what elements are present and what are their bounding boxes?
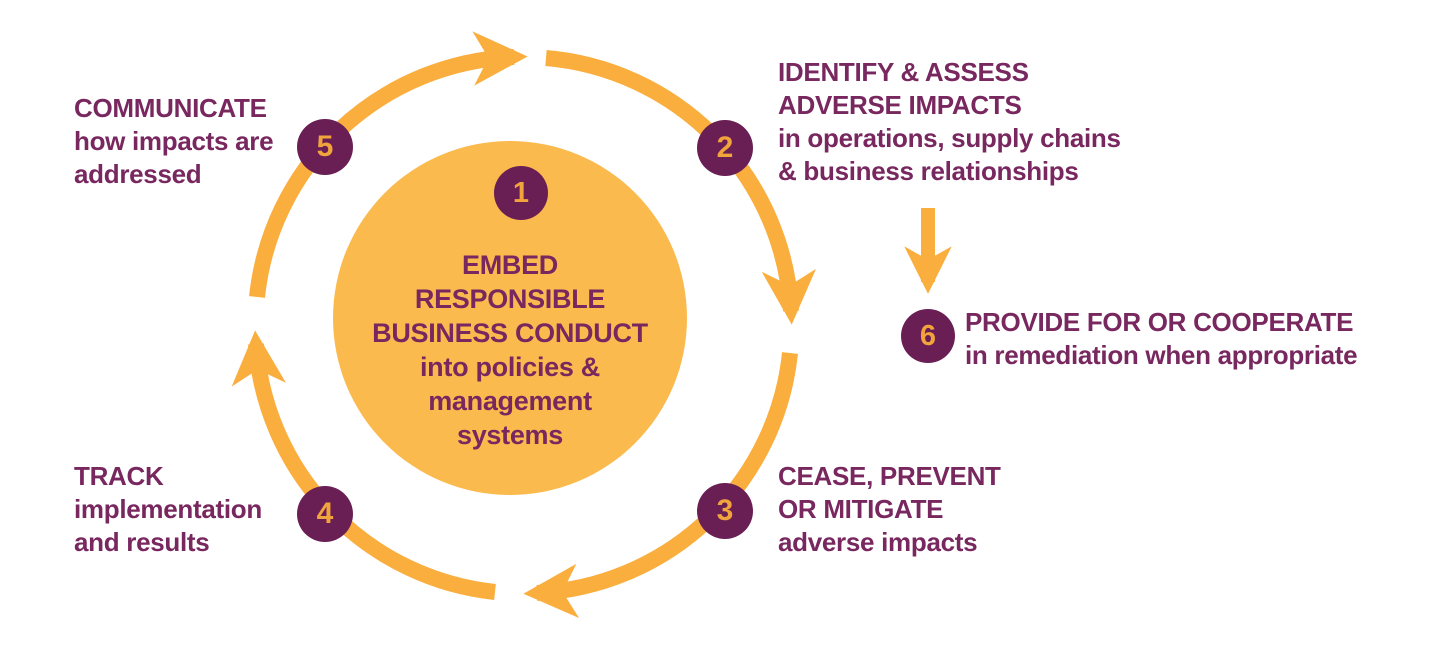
center-line: EMBED (461, 250, 558, 280)
step-6-subtitle-line: in remediation when appropriate (965, 340, 1358, 370)
step-5-badge: 5 (297, 119, 353, 175)
step-5-text: COMMUNICATE how impacts are addressed (74, 92, 274, 191)
step-4-badge: 4 (297, 486, 353, 542)
step-3-title-line: OR MITIGATE (778, 494, 944, 524)
step-4-subtitle-line: and results (74, 527, 210, 557)
step-3-text: CEASE, PREVENT OR MITIGATE adverse impac… (778, 460, 1001, 559)
step-6-title-line: PROVIDE FOR OR COOPERATE (965, 307, 1354, 337)
step-6-text: PROVIDE FOR OR COOPERATE in remediation … (965, 306, 1358, 372)
step-5-title-line: COMMUNICATE (74, 93, 267, 123)
center-circle (333, 141, 687, 495)
step-5-subtitle-line: how impacts are (74, 126, 274, 156)
center-line: BUSINESS CONDUCT (372, 318, 648, 348)
step-4-title-line: TRACK (74, 461, 164, 491)
step-3-subtitle-line: adverse impacts (778, 527, 978, 557)
center-line: into policies & (419, 352, 601, 382)
step-1-badge: 1 (494, 166, 548, 220)
step-6-badge: 6 (901, 309, 955, 363)
step-2-title-line: ADVERSE IMPACTS (778, 90, 1022, 120)
step-5-subtitle-line: addressed (74, 159, 202, 189)
step-2-title-line: IDENTIFY & ASSESS (778, 57, 1029, 87)
step-2-subtitle-line: & business relationships (778, 156, 1079, 186)
step-2-badge: 2 (697, 120, 753, 176)
step-2-text: IDENTIFY & ASSESS ADVERSE IMPACTS in ope… (778, 56, 1121, 188)
step-3-badge: 3 (697, 483, 753, 539)
step-2-subtitle-line: in operations, supply chains (778, 123, 1121, 153)
center-line: RESPONSIBLE (414, 284, 606, 314)
step-4-text: TRACK implementation and results (74, 460, 262, 559)
step-4-subtitle-line: implementation (74, 494, 262, 524)
center-line: systems (457, 420, 563, 450)
step-3-title-line: CEASE, PREVENT (778, 461, 1001, 491)
center-circle-text: EMBED RESPONSIBLE BUSINESS CONDUCT into … (340, 248, 680, 452)
center-line: management (428, 386, 592, 416)
